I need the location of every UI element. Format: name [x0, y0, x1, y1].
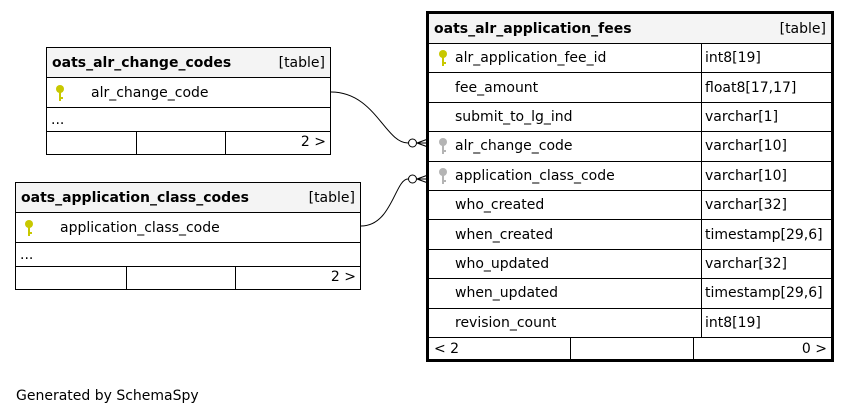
column-row: who_updated varchar[32]	[429, 250, 831, 280]
table-kind: [table]	[779, 20, 826, 37]
column-type: int8[19]	[705, 314, 761, 331]
column-type: timestamp[29,6]	[705, 226, 823, 243]
primary-key-icon	[439, 50, 447, 67]
column-row: who_created varchar[32]	[429, 191, 831, 221]
column-type: varchar[10]	[705, 167, 787, 184]
more-columns-row: ...	[16, 243, 360, 267]
column-row: alr_change_code varchar[10]	[429, 132, 831, 162]
column-row: when_updated timestamp[29,6]	[429, 279, 831, 309]
table-footer: 2 >	[16, 267, 360, 289]
table-header: oats_alr_change_codes [table]	[47, 48, 330, 78]
column-name: alr_application_fee_id	[455, 50, 607, 67]
column-name: when_updated	[455, 285, 559, 302]
column-type: timestamp[29,6]	[705, 285, 823, 302]
table-oats-application-class-codes[interactable]: oats_application_class_codes [table] app…	[15, 182, 361, 290]
table-footer: 2 >	[47, 132, 330, 154]
children-count[interactable]: 2 >	[300, 134, 326, 150]
ellipsis-text: ...	[20, 246, 34, 263]
children-count[interactable]: 2 >	[330, 269, 356, 285]
more-columns-row: ...	[47, 108, 330, 132]
column-type: int8[19]	[705, 50, 761, 67]
column-row: submit_to_lg_ind varchar[1]	[429, 103, 831, 133]
column-type: varchar[1]	[705, 108, 779, 125]
table-header: oats_alr_application_fees [table]	[429, 14, 831, 44]
table-footer: < 2 0 >	[429, 337, 831, 361]
ellipsis-text: ...	[51, 111, 65, 128]
column-name: when_created	[455, 226, 554, 243]
column-name: application_class_code	[455, 167, 615, 184]
column-type: varchar[32]	[705, 255, 787, 272]
column-row: when_created timestamp[29,6]	[429, 220, 831, 250]
table-kind: [table]	[308, 189, 355, 206]
edge-change-code-optional-marker	[408, 138, 417, 148]
foreign-key-icon	[439, 138, 447, 155]
column-type: varchar[10]	[705, 138, 787, 155]
column-row: revision_count int8[19]	[429, 309, 831, 338]
table-oats-alr-application-fees[interactable]: oats_alr_application_fees [table] alr_ap…	[426, 11, 834, 362]
primary-key-icon	[56, 84, 64, 101]
column-name: alr_change_code	[455, 138, 573, 155]
column-row: fee_amount float8[17,17]	[429, 73, 831, 103]
edge-change-code	[330, 91, 409, 144]
column-name: alr_change_code	[91, 84, 209, 101]
edge-class-code	[360, 178, 409, 227]
column-row: alr_change_code	[47, 78, 330, 108]
column-row: application_class_code	[16, 213, 360, 243]
column-row: alr_application_fee_id int8[19]	[429, 44, 831, 74]
column-list: alr_application_fee_id int8[19] fee_amount…	[429, 44, 831, 338]
column-name: fee_amount	[455, 79, 539, 96]
column-row: application_class_code varchar[10]	[429, 162, 831, 191]
generated-by-label: Generated by SchemaSpy	[16, 388, 199, 404]
parents-count[interactable]: < 2	[434, 340, 460, 357]
foreign-key-icon	[439, 167, 447, 184]
primary-key-icon	[25, 219, 33, 236]
table-name: oats_application_class_codes	[21, 189, 249, 206]
column-name: who_updated	[455, 255, 550, 272]
table-oats-alr-change-codes[interactable]: oats_alr_change_codes [table] alr_change…	[46, 47, 331, 155]
column-name: submit_to_lg_ind	[455, 108, 573, 125]
column-type: float8[17,17]	[705, 79, 797, 96]
column-name: application_class_code	[60, 219, 220, 236]
table-header: oats_application_class_codes [table]	[16, 183, 360, 213]
column-name: revision_count	[455, 314, 557, 331]
table-kind: [table]	[278, 54, 325, 71]
column-name: who_created	[455, 197, 545, 214]
children-count[interactable]: 0 >	[801, 340, 827, 357]
table-name: oats_alr_change_codes	[52, 54, 232, 71]
table-name: oats_alr_application_fees	[434, 20, 632, 37]
edge-class-code-optional-marker	[408, 174, 417, 184]
column-type: varchar[32]	[705, 197, 787, 214]
